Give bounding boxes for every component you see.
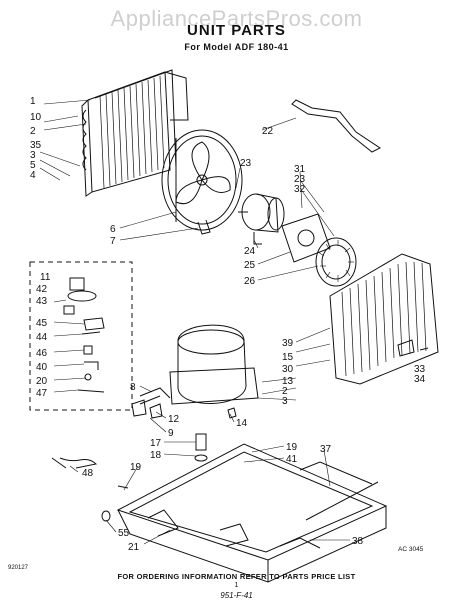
watermark: AppliancePartsPros.com [110,6,363,31]
callout: 23 [294,174,306,185]
compressor [131,324,259,419]
callout: 55 [118,528,130,539]
callout: 11 [40,272,51,283]
callout: 13 [282,376,294,387]
evaporator-coil [81,69,189,197]
callout: 44 [36,332,48,343]
page-number: 1 [234,582,239,589]
callout: 19 [130,462,142,473]
callout: 23 [240,158,252,169]
callout: 3 [282,396,288,407]
blower-wheel [315,237,357,287]
callout: 12 [168,414,180,425]
callout: 3 [30,150,36,161]
callout: 32 [294,184,306,195]
callout: 20 [36,376,48,387]
callout: 19 [286,442,298,453]
callout: 4 [30,170,36,181]
callout: 21 [128,542,140,553]
callout: 47 [36,388,48,399]
callout: 22 [262,126,274,137]
fan-motor [238,193,285,245]
callout: 45 [36,318,48,329]
scroll-bracket [281,213,331,263]
callout: 35 [30,140,42,151]
callout: 2 [30,126,36,137]
callout: 17 [150,438,162,449]
callout: 38 [352,536,364,547]
callout: 26 [244,276,256,287]
callout: 1 [30,96,36,107]
callout: 42 [36,284,48,295]
callout: 33 [414,364,426,375]
callout: 9 [168,428,174,439]
callout: 40 [36,362,48,373]
diagram-code: AC 3045 [398,546,424,553]
callout: 2 [282,386,288,397]
page-code: 951-F-41 [220,591,253,600]
callout: 15 [282,352,294,363]
callout: 24 [244,246,256,257]
fan-blade [161,129,243,235]
callout: 6 [110,224,116,235]
diagram-title: UNIT PARTS [187,22,286,39]
electrical-components-box [29,261,133,411]
base-pan [116,443,388,583]
callout: 34 [414,374,426,385]
callout: 30 [282,364,294,375]
callout-labels: 1 10 2 35 3 5 4 22 23 31 23 32 6 7 24 25… [30,96,426,553]
condenser-coil [329,253,439,385]
callout: 7 [110,236,116,247]
callout: 10 [30,112,42,123]
bracket-part [291,99,381,153]
callout: 48 [82,468,94,479]
ordering-note: FOR ORDERING INFORMATION REFER TO PARTS … [117,572,356,581]
callout: 37 [320,444,332,455]
callout: 43 [36,296,48,307]
callout: 18 [150,450,162,461]
callout: 25 [244,260,256,271]
callout: 5 [30,160,36,171]
callout: 46 [36,348,48,359]
callout: 41 [286,454,298,465]
callout: 31 [294,164,306,175]
callout: 39 [282,338,294,349]
callout: 14 [236,418,248,429]
document-code: 920127 [8,565,29,571]
callout: 8 [130,382,136,393]
model-subtitle: For Model ADF 180-41 [184,42,289,52]
